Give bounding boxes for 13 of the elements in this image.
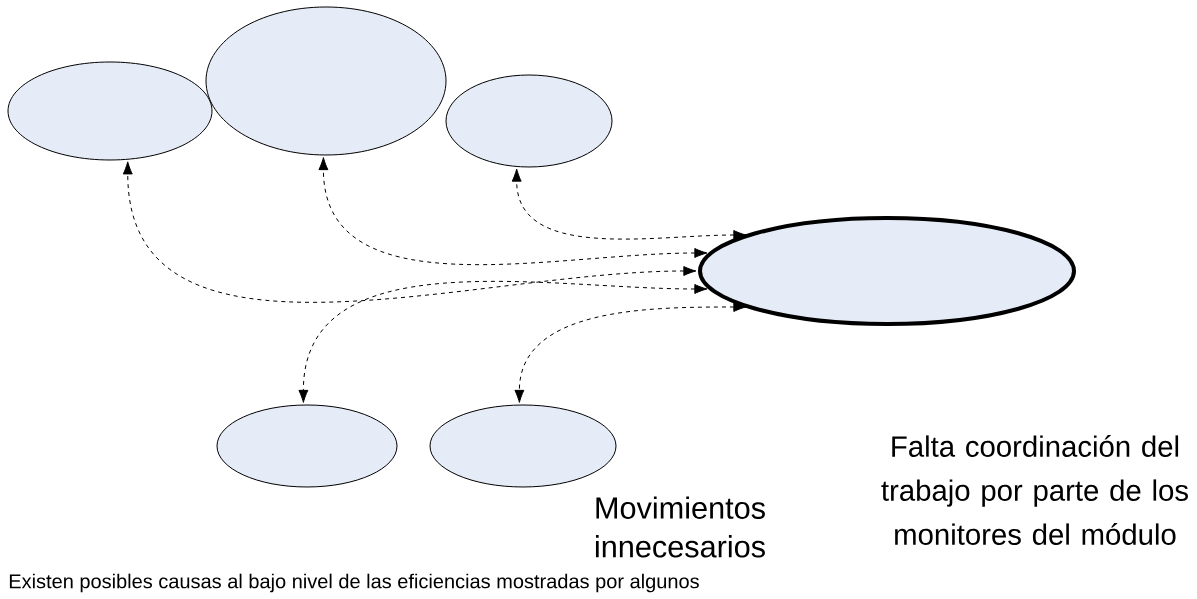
label-text: Falta coordinación del trabajo por parte de los monitores del módulo (881, 435, 1188, 545)
ellipse (445, 74, 613, 168)
arrow (511, 168, 747, 240)
arrow (318, 157, 708, 265)
arrow (298, 280, 708, 403)
ellipse (7, 61, 213, 161)
label-text: Movimientos innecesarios (595, 496, 765, 558)
arrow (514, 302, 747, 403)
ellipse (698, 216, 1076, 326)
ellipse (429, 404, 617, 488)
arrow (122, 161, 697, 303)
ellipse (216, 404, 398, 488)
label-text: Existen posibles causas al bajo nivel de las eficiencias mostradas por algunos (9, 573, 699, 593)
